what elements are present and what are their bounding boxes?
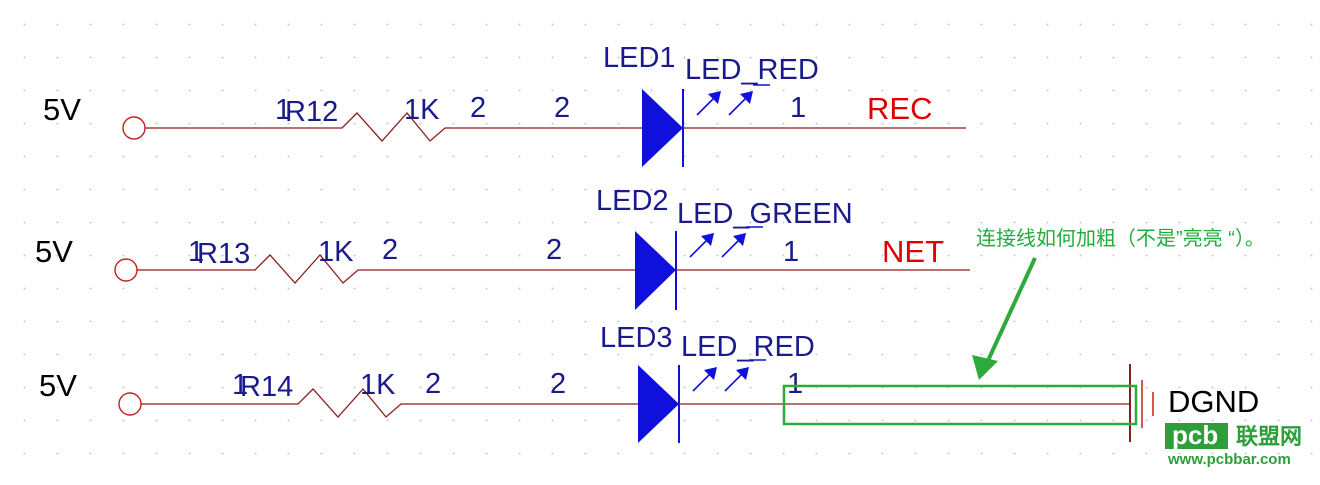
row-1-voltage-label: 5V xyxy=(43,92,81,127)
circuit-row-3: 5V 1 R14 1K 2 2 LED3 LED_RED 1 DGND xyxy=(39,322,1259,443)
row-2-led-ref: LED2 xyxy=(596,185,669,217)
row-2-led-emission-arrows-icon xyxy=(689,226,763,258)
row-3-led-ref: LED3 xyxy=(600,322,673,354)
watermark-url: www.pcbbar.com xyxy=(1167,451,1291,468)
annotation-arrow-icon xyxy=(972,257,1037,380)
row-2-led-type: LED_GREEN xyxy=(677,198,853,230)
row-2-resistor-icon xyxy=(238,254,597,284)
circuit-row-1: 5V 1 R12 1K 2 2 LED1 LED_RED 1 REC xyxy=(43,42,966,167)
row-3-voltage-label: 5V xyxy=(39,368,77,403)
row-3-led-type: LED_RED xyxy=(681,331,815,363)
ground-symbol-icon xyxy=(1129,364,1154,442)
row-3-resistor-icon xyxy=(281,388,600,418)
row-1-resistor-pin2: 2 xyxy=(470,92,486,124)
row-1-led-pin2: 2 xyxy=(554,92,570,124)
row-1-led-ref: LED1 xyxy=(603,42,676,74)
annotation-text: 连接线如何加粗（不是”亮亮 “）。 xyxy=(976,227,1265,250)
watermark-logo-box xyxy=(1165,423,1228,449)
row-3-power-terminal-icon xyxy=(118,392,142,416)
row-2-resistor-pin2: 2 xyxy=(382,234,398,266)
row-1-resistor-icon xyxy=(325,112,605,142)
row-2-voltage-label: 5V xyxy=(35,234,73,269)
ground-net-label: DGND xyxy=(1168,384,1259,419)
row-1-power-terminal-icon xyxy=(122,116,146,140)
row-1-resistor-ref: R12 xyxy=(285,96,338,128)
row-3-led-emission-arrows-icon xyxy=(692,359,766,392)
row-1-resistor-pin1: 1 xyxy=(275,94,291,126)
watermark-logo: pcb 联盟网 www.pcbbar.com xyxy=(1165,420,1302,468)
row-2-resistor-pin1: 1 xyxy=(188,236,204,268)
row-3-led-diode-icon xyxy=(638,365,679,443)
row-1-led-diode-icon xyxy=(642,89,683,167)
row-2-net-label: NET xyxy=(882,234,944,269)
watermark-logo-text: pcb xyxy=(1172,420,1218,450)
row-3-resistor-value: 1K xyxy=(360,369,396,401)
highlight-box xyxy=(782,384,1138,426)
row-3-led-pin2: 2 xyxy=(550,368,566,400)
row-2-led-pin2: 2 xyxy=(546,234,562,266)
circuit-row-2: 5V 1 R13 1K 2 2 LED2 LED_GREEN 1 NET xyxy=(35,185,970,310)
row-1-led-type: LED_RED xyxy=(685,54,819,86)
row-1-led-pin1: 1 xyxy=(790,92,806,124)
row-2-led-pin1: 1 xyxy=(783,236,799,268)
row-2-power-terminal-icon xyxy=(114,258,138,282)
row-3-led-pin1: 1 xyxy=(787,368,803,400)
row-3-resistor-pin2: 2 xyxy=(425,368,441,400)
row-3-resistor-ref: R14 xyxy=(240,371,293,403)
watermark-cn-text: 联盟网 xyxy=(1236,424,1302,449)
row-2-resistor-ref: R13 xyxy=(197,238,250,270)
row-2-led-diode-icon xyxy=(635,231,676,310)
row-2-resistor-value: 1K xyxy=(318,236,354,268)
row-1-led-emission-arrows-icon xyxy=(696,84,770,116)
row-1-net-label: REC xyxy=(867,91,932,126)
row-3-resistor-pin1: 1 xyxy=(232,369,248,401)
row-1-resistor-value: 1K xyxy=(404,94,440,126)
